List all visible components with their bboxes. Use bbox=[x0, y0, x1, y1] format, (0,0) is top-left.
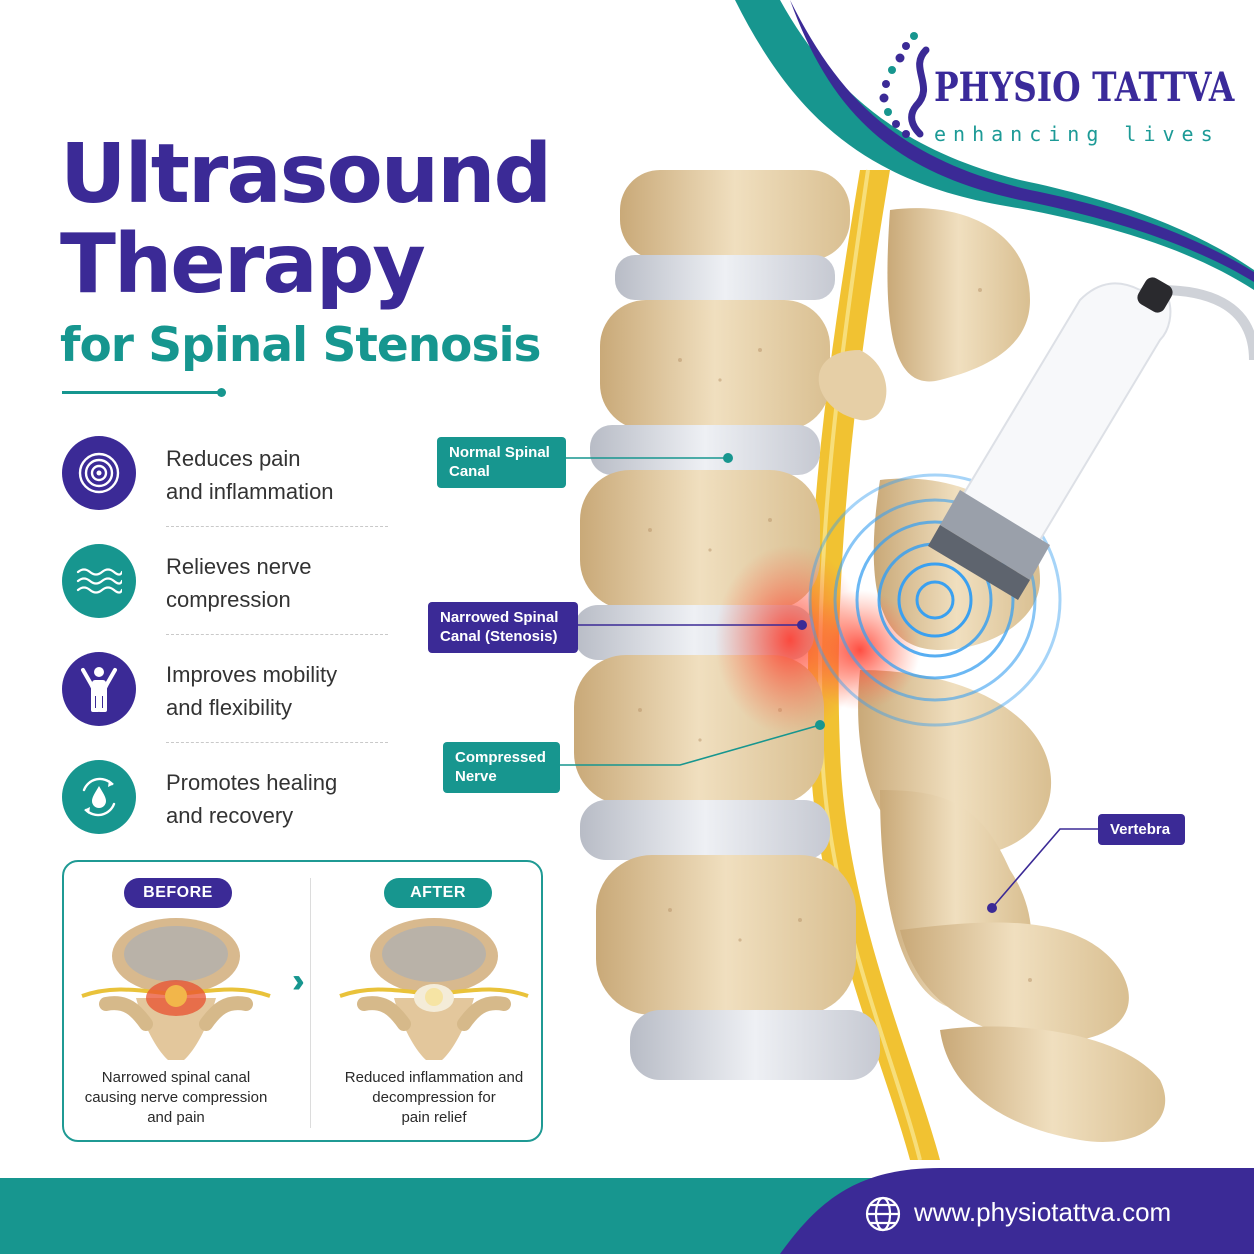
panel-divider bbox=[310, 878, 311, 1128]
person-arms-up-icon bbox=[62, 652, 136, 726]
page-title: Ultrasound Therapy bbox=[60, 127, 552, 312]
callout-text: Normal Spinal bbox=[449, 444, 550, 461]
caption-line: decompression for bbox=[372, 1089, 496, 1106]
chevron-right-icon: ›› bbox=[292, 962, 304, 1000]
callout-text: Canal (Stenosis) bbox=[440, 628, 558, 645]
title-underline bbox=[62, 388, 226, 397]
concentric-circles-icon bbox=[62, 436, 136, 510]
caption-line: and pain bbox=[147, 1109, 205, 1126]
benefit-text: and flexibility bbox=[166, 695, 292, 720]
divider bbox=[166, 634, 388, 635]
before-after-panel: BEFORE AFTER ›› Narrowed spinal canal ca… bbox=[62, 860, 543, 1142]
callout-text: Nerve bbox=[455, 768, 497, 785]
caption-line: causing nerve compression bbox=[84, 1089, 268, 1106]
decorative-swoosh bbox=[735, 0, 1254, 290]
brand-name: PHYSIO TATTVA bbox=[934, 64, 1235, 111]
page-subtitle: for Spinal Stenosis bbox=[60, 318, 542, 373]
callout-normal-spinal-canal: Normal Spinal Canal bbox=[437, 437, 566, 488]
caption-line: Reduced inflammation and bbox=[344, 1069, 524, 1086]
spine-logo-icon bbox=[879, 32, 930, 138]
website-link[interactable]: www.physiotattva.com bbox=[914, 1197, 1172, 1227]
benefit-item: Improves mobility and flexibility bbox=[62, 650, 392, 758]
healing-drop-icon bbox=[62, 760, 136, 834]
benefit-item: Promotes healing and recovery bbox=[62, 758, 392, 866]
callout-vertebra: Vertebra bbox=[1098, 814, 1185, 845]
benefit-item: Relieves nerve compression bbox=[62, 542, 392, 650]
callout-text: Canal bbox=[449, 463, 490, 480]
callout-text: Vertebra bbox=[1110, 821, 1171, 838]
benefit-item: Reduces pain and inflammation bbox=[62, 434, 392, 542]
after-caption: Reduced inflammation and decompression f… bbox=[330, 1068, 538, 1128]
ultrasound-probe bbox=[928, 277, 1254, 600]
globe-icon bbox=[865, 1196, 901, 1232]
spine-illustration bbox=[574, 169, 1254, 1160]
benefit-text: compression bbox=[166, 587, 291, 612]
brand-logo: PHYSIO TATTVA enhancing lives bbox=[878, 30, 1234, 150]
divider bbox=[166, 742, 388, 743]
caption-line: Narrowed spinal canal bbox=[101, 1069, 251, 1086]
benefit-text: Relieves nerve bbox=[166, 554, 312, 579]
vertebra-after-illustration bbox=[339, 918, 529, 1060]
benefit-text: and recovery bbox=[166, 803, 294, 828]
benefit-text: and inflammation bbox=[166, 479, 334, 504]
callout-text: Narrowed Spinal bbox=[440, 609, 559, 626]
title-line-1: Ultrasound bbox=[60, 127, 552, 222]
benefit-text: Promotes healing bbox=[166, 770, 338, 795]
benefit-text: Reduces pain bbox=[166, 446, 301, 471]
footer-purple-swoosh bbox=[780, 1168, 1254, 1254]
before-badge: BEFORE bbox=[124, 878, 232, 908]
callout-text: Compressed bbox=[455, 749, 546, 766]
vertebra-before-illustration bbox=[81, 918, 271, 1060]
title-line-2: Therapy bbox=[60, 217, 426, 312]
brand-tagline: enhancing lives bbox=[934, 122, 1220, 146]
waves-icon bbox=[62, 544, 136, 618]
caption-line: pain relief bbox=[401, 1109, 467, 1126]
after-badge: AFTER bbox=[384, 878, 492, 908]
callout-compressed-nerve: Compressed Nerve bbox=[443, 742, 560, 793]
benefits-list: Reduces pain and inflammation Relieves n… bbox=[62, 434, 392, 866]
benefit-text: Improves mobility bbox=[166, 662, 338, 687]
divider bbox=[166, 526, 388, 527]
before-caption: Narrowed spinal canal causing nerve comp… bbox=[70, 1068, 282, 1128]
callout-narrowed-spinal-canal: Narrowed Spinal Canal (Stenosis) bbox=[428, 602, 578, 653]
